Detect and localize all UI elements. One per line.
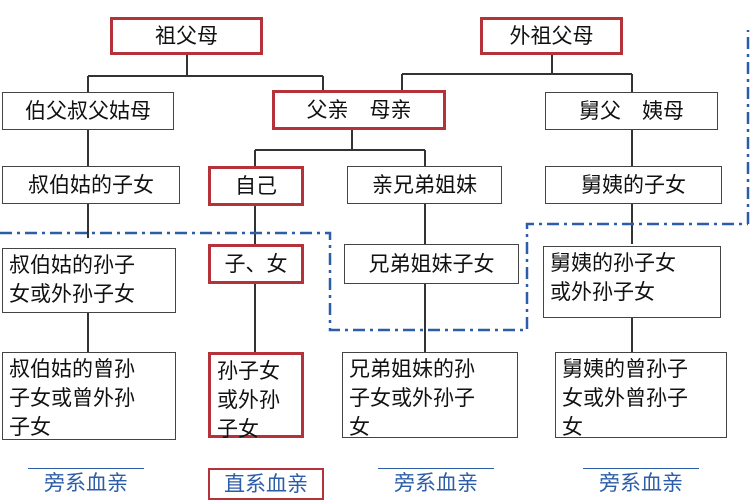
footer-direct: 直系血亲 — [208, 468, 324, 500]
node-self: 自己 — [208, 166, 304, 206]
node-maternal-uncles-aunts: 舅父 姨母 — [545, 92, 718, 130]
node-maternal-cousins: 舅姨的子女 — [545, 166, 722, 204]
footer-collateral-left: 旁系血亲 — [28, 468, 144, 500]
node-cousins-grandchildren: 叔伯姑的孙子 女或外孙子女 — [2, 248, 176, 313]
node-maternal-grandparents: 外祖父母 — [480, 17, 623, 55]
footer-collateral-right: 旁系血亲 — [583, 468, 699, 500]
footer-collateral-middle: 旁系血亲 — [378, 468, 494, 500]
node-grandchildren: 孙子女 或外孙 子女 — [208, 352, 304, 441]
node-parents: 父亲 母亲 — [272, 90, 446, 130]
node-siblings-grandchildren: 兄弟姐妹的孙 子女或外孙子 女 — [342, 352, 518, 439]
node-children: 子、女 — [208, 244, 304, 284]
node-siblings-children: 兄弟姐妹子女 — [344, 244, 519, 284]
node-siblings: 亲兄弟姐妹 — [347, 166, 502, 204]
node-uncles-aunts: 伯父叔父姑母 — [2, 92, 174, 130]
node-cousins: 叔伯姑的子女 — [2, 166, 180, 204]
node-cousins-great-grandchildren: 叔伯姑的曾孙 子女或曾外孙 子女 — [2, 352, 176, 440]
node-maternal-great-grandchildren: 舅姨的曾孙子 女或外曾孙子 女 — [555, 352, 727, 439]
node-grandparents: 祖父母 — [110, 17, 263, 55]
node-maternal-cousins-grandchildren: 舅姨的孙子女 或外孙子女 — [543, 246, 721, 318]
